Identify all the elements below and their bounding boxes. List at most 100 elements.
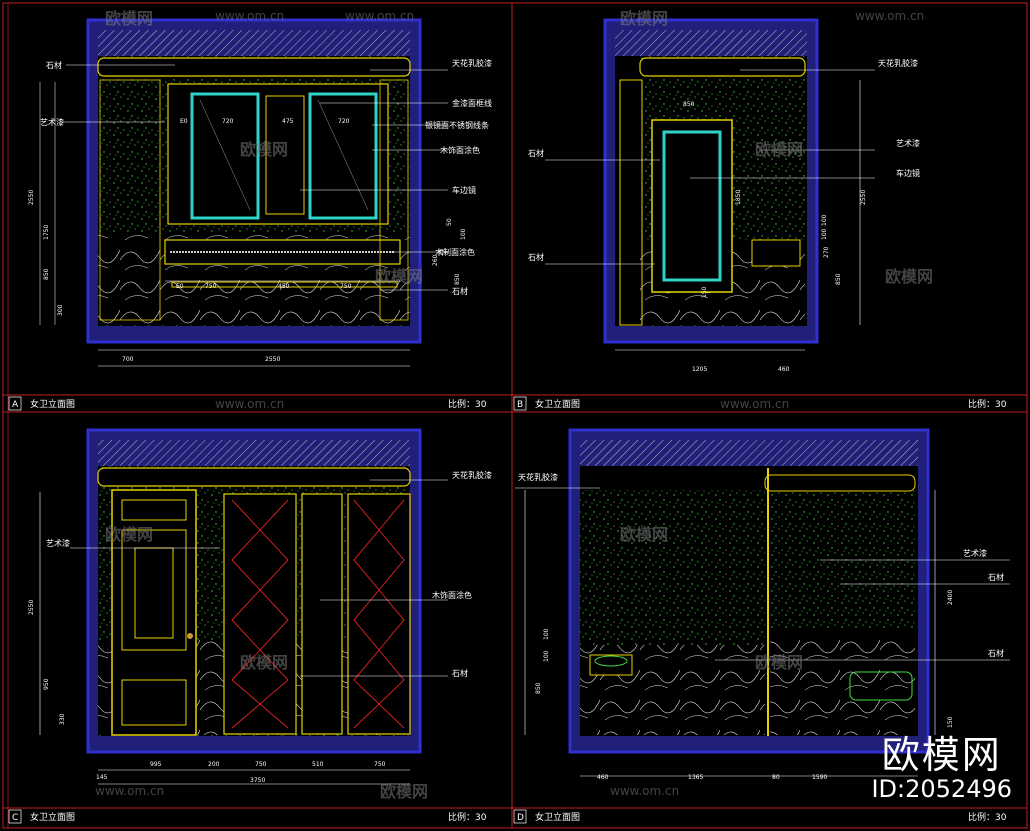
dimension-value: 1590 bbox=[812, 774, 827, 781]
dimension-value: 100 bbox=[821, 214, 828, 226]
dimension-value: 1750 bbox=[43, 225, 50, 240]
material-label: 艺术漆 bbox=[963, 548, 987, 558]
elevation-view-c bbox=[39, 428, 448, 785]
material-label: 石材 bbox=[452, 668, 468, 678]
watermark-url: www.om.cn bbox=[610, 784, 679, 798]
elevation-view-d bbox=[515, 428, 1010, 777]
material-label: 石材 bbox=[452, 286, 468, 296]
dimension-value: 750 bbox=[374, 761, 386, 768]
dimension-value: 850 bbox=[835, 273, 842, 285]
caption-bar-c: C 女卫立面图 比例：30 bbox=[8, 809, 487, 824]
brand-stamp: 欧模网 ID:2052496 bbox=[871, 735, 1012, 803]
dimension-value: 850 bbox=[683, 101, 695, 108]
material-label: 车边镜 bbox=[896, 168, 920, 178]
material-label: 石材 bbox=[46, 60, 62, 70]
material-label: 银镜面不锈钢线条 bbox=[425, 120, 489, 130]
view-scale-b: 比例：30 bbox=[968, 398, 1007, 410]
material-label: 车边镜 bbox=[452, 185, 476, 195]
caption-bar-d: D 女卫立面图 比例：30 bbox=[513, 809, 1007, 824]
watermark-logo: 欧模网 bbox=[620, 525, 668, 544]
watermark-logo: 欧模网 bbox=[755, 653, 803, 672]
dimension-value: 100 bbox=[821, 228, 828, 240]
watermark-logo: 欧模网 bbox=[105, 9, 153, 28]
dimension-value: 510 bbox=[312, 761, 324, 768]
dimension-value: 995 bbox=[150, 761, 162, 768]
view-letter-d: D bbox=[517, 813, 524, 823]
watermark-logo: 欧模网 bbox=[755, 140, 803, 159]
dimension-value: 25 bbox=[438, 248, 445, 256]
dimension-value: 270 bbox=[823, 246, 830, 258]
dimension-value: 50 bbox=[446, 218, 453, 226]
dimension-value: 750 bbox=[340, 283, 352, 290]
material-label: 木饰面涂色 bbox=[440, 145, 480, 155]
dimension-value: 3750 bbox=[250, 777, 265, 784]
material-label: 天花乳胶漆 bbox=[878, 58, 918, 68]
view-scale-a: 比例：30 bbox=[448, 398, 487, 410]
dimension-value: 750 bbox=[255, 761, 267, 768]
watermark-logo: 欧模网 bbox=[885, 267, 933, 286]
view-title-b: 女卫立面图 bbox=[535, 398, 580, 410]
watermark-logo: 欧模网 bbox=[375, 267, 423, 286]
material-label: 艺术漆 bbox=[40, 117, 64, 127]
view-scale-d: 比例：30 bbox=[968, 811, 1007, 823]
dimension-value: 720 bbox=[338, 118, 350, 125]
elevation-view-b bbox=[545, 18, 875, 351]
elevation-view-a bbox=[39, 18, 448, 367]
material-label: 艺术漆 bbox=[46, 538, 70, 548]
material-label: 金漆面框线 bbox=[452, 98, 492, 108]
material-label: 石材 bbox=[528, 148, 544, 158]
dimension-value: 475 bbox=[282, 118, 294, 125]
dimension-value: 1205 bbox=[692, 366, 707, 373]
dimension-value: 850 bbox=[454, 273, 461, 285]
view-title-a: 女卫立面图 bbox=[30, 398, 75, 410]
caption-bar-a: A 女卫立面图 比例：30 bbox=[8, 396, 487, 411]
dimension-value: 2550 bbox=[28, 600, 35, 615]
brand-id: ID:2052496 bbox=[871, 775, 1012, 803]
material-label: 天花乳胶漆 bbox=[452, 470, 492, 480]
dimension-value: 460 bbox=[778, 366, 790, 373]
dimension-value: 2550 bbox=[28, 190, 35, 205]
material-label: 天花乳胶漆 bbox=[518, 472, 558, 482]
dimension-value: 450 bbox=[278, 283, 290, 290]
dimension-value: 950 bbox=[43, 678, 50, 690]
dimension-value: 2400 bbox=[947, 590, 954, 605]
dimension-value: 2550 bbox=[860, 190, 867, 205]
watermark-layer: www.om.cn 欧模网 www.om.cn 欧模网 www.om.cn 欧模… bbox=[95, 9, 933, 801]
dimension-value: 850 bbox=[43, 268, 50, 280]
dimension-value: 100 bbox=[460, 228, 467, 240]
watermark-logo: 欧模网 bbox=[240, 140, 288, 159]
brand-name: 欧模网 bbox=[881, 733, 1002, 777]
dimension-value: 100 bbox=[543, 628, 550, 640]
view-title-d: 女卫立面图 bbox=[535, 811, 580, 823]
dimension-value: 850 bbox=[535, 682, 542, 694]
material-label: 木饰面涂色 bbox=[432, 590, 472, 600]
dimension-value: 750 bbox=[205, 283, 217, 290]
dimension-value: 460 bbox=[597, 774, 609, 781]
watermark-url: www.om.cn bbox=[855, 9, 924, 23]
dimension-value: 200 bbox=[208, 761, 220, 768]
watermark-logo: 欧模网 bbox=[620, 9, 668, 28]
dimension-value: 1365 bbox=[688, 774, 703, 781]
dimension-value: E0 bbox=[176, 283, 184, 290]
dimension-value: 100 bbox=[543, 650, 550, 662]
material-label: 天花乳胶漆 bbox=[452, 58, 492, 68]
watermark-url: www.om.cn bbox=[720, 397, 789, 411]
view-scale-c: 比例：30 bbox=[448, 811, 487, 823]
material-label: 石材 bbox=[988, 572, 1004, 582]
dimension-value: 700 bbox=[122, 356, 134, 363]
dimension-value: 150 bbox=[701, 286, 708, 298]
watermark-url: www.om.cn bbox=[345, 9, 414, 23]
dimension-value: 1850 bbox=[735, 190, 742, 205]
material-label: 木制面涂色 bbox=[435, 247, 475, 257]
watermark-url: www.om.cn bbox=[215, 9, 284, 23]
view-letter-b: B bbox=[517, 400, 523, 410]
watermark-logo: 欧模网 bbox=[380, 782, 428, 801]
watermark-url: www.om.cn bbox=[95, 784, 164, 798]
view-letter-a: A bbox=[12, 400, 19, 410]
watermark-logo: 欧模网 bbox=[105, 525, 153, 544]
dimension-value: 300 bbox=[57, 304, 64, 316]
dimension-value: 2550 bbox=[265, 356, 280, 363]
watermark-logo: 欧模网 bbox=[240, 653, 288, 672]
